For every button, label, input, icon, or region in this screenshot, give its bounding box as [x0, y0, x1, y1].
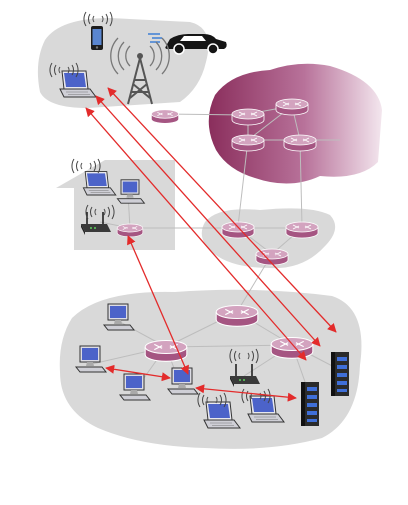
- laptop-icon: [203, 401, 241, 429]
- flow-arrow: [105, 364, 171, 382]
- router-icon: [283, 134, 317, 152]
- flow-arrow: [195, 384, 297, 402]
- phone-icon: [91, 26, 103, 50]
- global-isp-region: [208, 63, 382, 184]
- wireless-signal-icon: [49, 62, 79, 78]
- router-icon: [275, 98, 309, 116]
- server-icon: [331, 352, 349, 396]
- traffic-flows: [85, 87, 337, 402]
- router-icon: [285, 221, 319, 239]
- router-icon: [231, 134, 265, 152]
- home-network-region: [56, 160, 175, 250]
- wireless-signal-icon: [83, 11, 113, 27]
- router-icon: [231, 108, 265, 126]
- router-icon: [215, 304, 259, 327]
- server-icon: [301, 382, 319, 426]
- car-icon: [148, 33, 227, 55]
- flow-arrow: [85, 107, 307, 361]
- router-icon: [116, 223, 144, 238]
- flow-arrow: [127, 235, 189, 375]
- wireless-access-point-icon: [230, 364, 260, 387]
- router-icon: [221, 221, 255, 239]
- router-icon: [270, 336, 314, 359]
- router-icon: [151, 109, 179, 124]
